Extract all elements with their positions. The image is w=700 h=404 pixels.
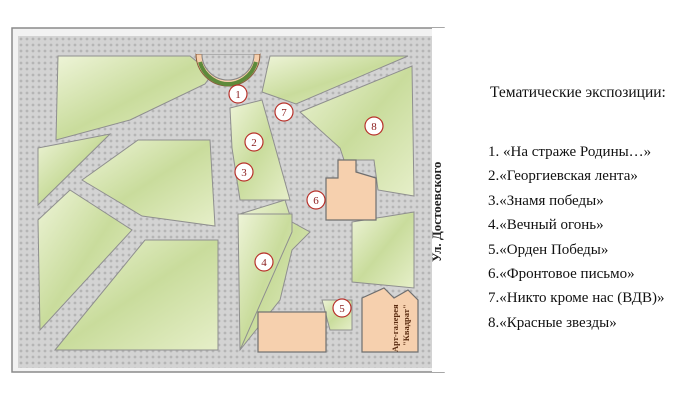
- legend-item-4: 4.«Вечный огонь»: [488, 217, 604, 234]
- marker-8: 8: [364, 116, 384, 136]
- legend-item-7: 7.«Никто кроме нас (ВДВ)»: [488, 290, 665, 307]
- marker-number: 7: [281, 107, 287, 119]
- marker-3: 3: [234, 162, 254, 182]
- marker-circle: [228, 84, 248, 104]
- lawn-center-bottom: [237, 213, 293, 351]
- marker-circle: [234, 162, 254, 182]
- lawn-top-center: [261, 55, 409, 105]
- park-map: Арт-галерея "Квадрат" Ул. Достоевского 1…: [11, 27, 446, 373]
- building-6: [325, 159, 377, 221]
- marker-6: 6: [306, 190, 326, 210]
- marker-circle: [244, 132, 264, 152]
- legend-item-2: 2.«Георгиевская лента»: [488, 168, 638, 185]
- rotunda: [195, 40, 261, 87]
- street: [432, 28, 446, 372]
- marker-5: 5: [332, 298, 352, 318]
- legend-item-8: 8.«Красные звезды»: [488, 314, 617, 331]
- marker-number: 3: [241, 167, 247, 179]
- marker-2: 2: [244, 132, 264, 152]
- art-gallery: Арт-галерея "Квадрат": [361, 287, 419, 353]
- buildings: [257, 159, 377, 353]
- gallery-name-line2: "Квадрат": [401, 304, 411, 346]
- lawn-left-center: [81, 139, 216, 227]
- legend-item-3: 3.«Знамя победы»: [488, 192, 604, 209]
- legend-title: Тематические экспозиции:: [490, 84, 666, 101]
- lawn-left-bottom: [37, 189, 133, 332]
- marker-circle: [306, 190, 326, 210]
- legend-item-6: 6.«Фронтовое письмо»: [488, 265, 635, 282]
- marker-number: 4: [261, 257, 267, 269]
- building-south: [257, 311, 327, 353]
- marker-number: 5: [339, 303, 345, 315]
- marker-circle: [364, 116, 384, 136]
- legend-list: 1. «На страже Родины…» 2.«Георгиевская л…: [488, 140, 664, 335]
- marker-circle: [332, 298, 352, 318]
- legend-item-1: 1. «На страже Родины…»: [488, 144, 652, 160]
- marker-4: 4: [254, 252, 274, 272]
- lawn-top-left: [55, 55, 213, 141]
- lawn-right-mid: [351, 211, 415, 289]
- legend-item-5: 5.«Орден Победы»: [488, 241, 609, 258]
- marker-circle: [254, 252, 274, 272]
- exhibit-markers: 1 2 3 4 5 6 7 8: [228, 84, 384, 318]
- marker-1: 1: [228, 84, 248, 104]
- legend: Тематические экспозиции: 1. «На страже Р…: [480, 0, 700, 404]
- lawn-bottom-left: [53, 239, 219, 351]
- marker-circle: [274, 102, 294, 122]
- street-name: Ул. Достоевского: [429, 162, 444, 262]
- gallery-name-line1: Арт-галерея: [390, 304, 400, 352]
- marker-number: 1: [235, 89, 241, 101]
- marker-7: 7: [274, 102, 294, 122]
- marker-number: 2: [251, 137, 257, 149]
- marker-number: 8: [371, 121, 377, 133]
- lawn-right-top: [299, 65, 415, 197]
- marker-number: 6: [313, 195, 319, 207]
- lawn-left: [37, 133, 112, 207]
- lawns: [37, 55, 415, 352]
